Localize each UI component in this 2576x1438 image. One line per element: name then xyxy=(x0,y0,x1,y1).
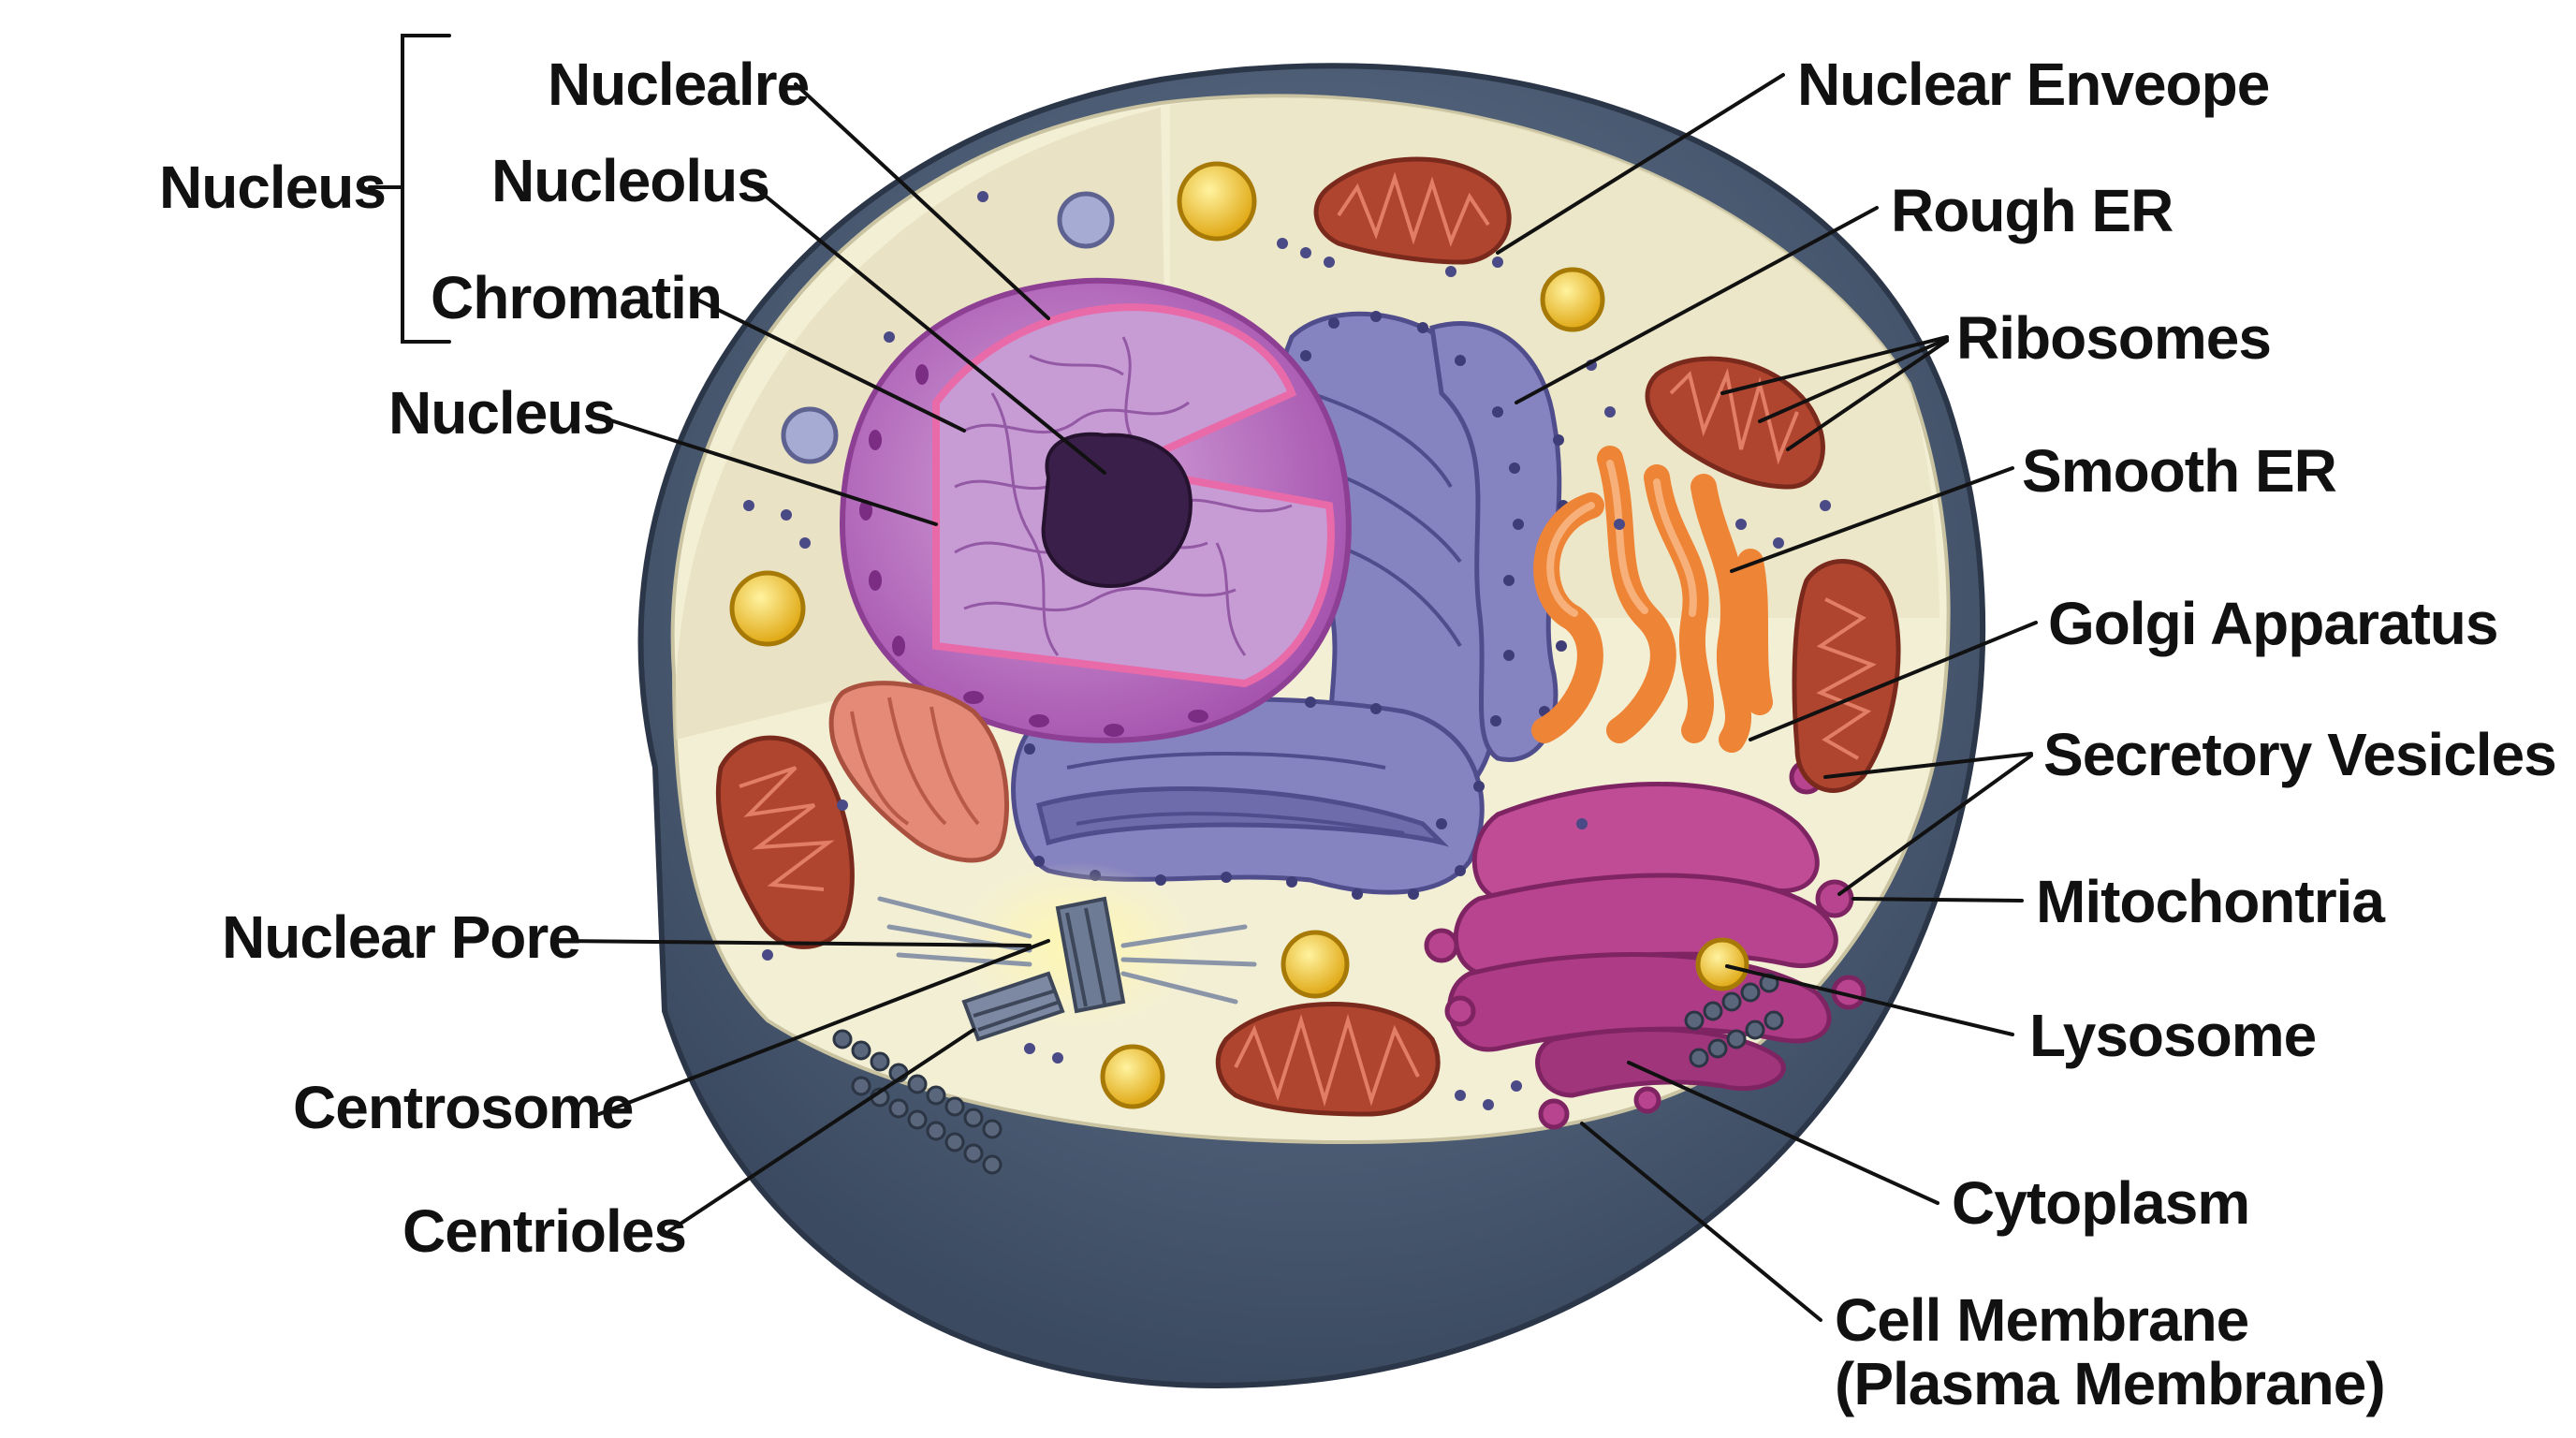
label-golgi-apparatus: Golgi Apparatus xyxy=(2048,590,2497,657)
label-ribosomes: Ribosomes xyxy=(1956,304,2271,372)
label-rough-er: Rough ER xyxy=(1891,177,2173,244)
nucleus xyxy=(839,277,1352,743)
mitochondrion xyxy=(828,681,1010,863)
leader-secretory-2 xyxy=(1837,754,2033,896)
label-nucleus: Nucleus xyxy=(388,379,615,447)
smooth-er-highlight xyxy=(1546,460,1697,617)
label-plasma-membrane: (Plasma Membrane) xyxy=(1835,1350,2385,1417)
leader-cell-membrane xyxy=(1580,1122,1822,1322)
label-secretory-vesicles: Secretory Vesicles xyxy=(2043,721,2556,788)
centrosome xyxy=(877,861,1257,1042)
mitochondrion xyxy=(1313,156,1512,265)
mitochondrion xyxy=(1215,1002,1441,1117)
leader-lysosome xyxy=(1725,964,2014,1036)
label-nuclear-pore: Nuclear Pore xyxy=(222,903,580,971)
leader-rough-er xyxy=(1515,206,1879,404)
mitochondria xyxy=(715,156,1901,1117)
leader-golgi xyxy=(1749,621,2038,741)
leader-mitochontria xyxy=(1852,897,2024,902)
label-nucleolus: Nucleolus xyxy=(491,147,769,214)
membrane-channels xyxy=(832,973,1784,1175)
nucleolus xyxy=(1041,432,1193,588)
label-lysosome: Lysosome xyxy=(2029,1002,2316,1069)
leader-nucleus xyxy=(597,415,938,526)
label-smooth-er: Smooth ER xyxy=(2022,437,2336,505)
leader-ribosomes-3 xyxy=(1786,339,1949,451)
leader-nucleolus xyxy=(747,181,1106,475)
leader-ribosomes-1 xyxy=(1720,335,1949,395)
label-cell-membrane: Cell Membrane xyxy=(1835,1286,2248,1354)
leader-nuclear-enveope xyxy=(1496,73,1785,255)
leader-smooth-er xyxy=(1730,466,2014,573)
label-chromatin: Chromatin xyxy=(431,264,722,331)
vesicles xyxy=(781,191,1115,464)
labels: Nucleus Nuclealre Nucleolus Chromatin Nu… xyxy=(159,51,2557,1417)
leader-secretory-1 xyxy=(1823,752,2033,779)
leader-cytoplasm xyxy=(1627,1061,1939,1205)
label-centrosome: Centrosome xyxy=(293,1074,633,1141)
label-mitochontria: Mitochontria xyxy=(2036,868,2385,935)
nuclear-pores xyxy=(859,364,1208,737)
mitochondrion xyxy=(1792,559,1901,793)
centriole xyxy=(961,971,1065,1042)
leader-centrioles xyxy=(667,1028,975,1233)
leader-chromatin xyxy=(695,298,966,433)
leader-nuclear-pore xyxy=(555,939,1032,947)
label-cytoplasm: Cytoplasm xyxy=(1952,1169,2249,1237)
label-nucleus-group: Nucleus xyxy=(159,154,386,221)
lysosomes xyxy=(729,161,1749,1109)
leader-centrosome xyxy=(597,939,1050,1116)
leader-ribosomes-2 xyxy=(1758,337,1949,423)
leader-nuclealre xyxy=(794,82,1050,320)
mitochondrion xyxy=(715,735,855,949)
label-centrioles: Centrioles xyxy=(402,1197,686,1265)
label-nuclealre: Nuclealre xyxy=(548,51,809,118)
label-nuclear-enveope: Nuclear Enveope xyxy=(1797,51,2269,118)
leader-lines xyxy=(368,34,2038,1322)
mitochondrion xyxy=(1645,356,1825,490)
centriole xyxy=(1055,896,1126,1014)
